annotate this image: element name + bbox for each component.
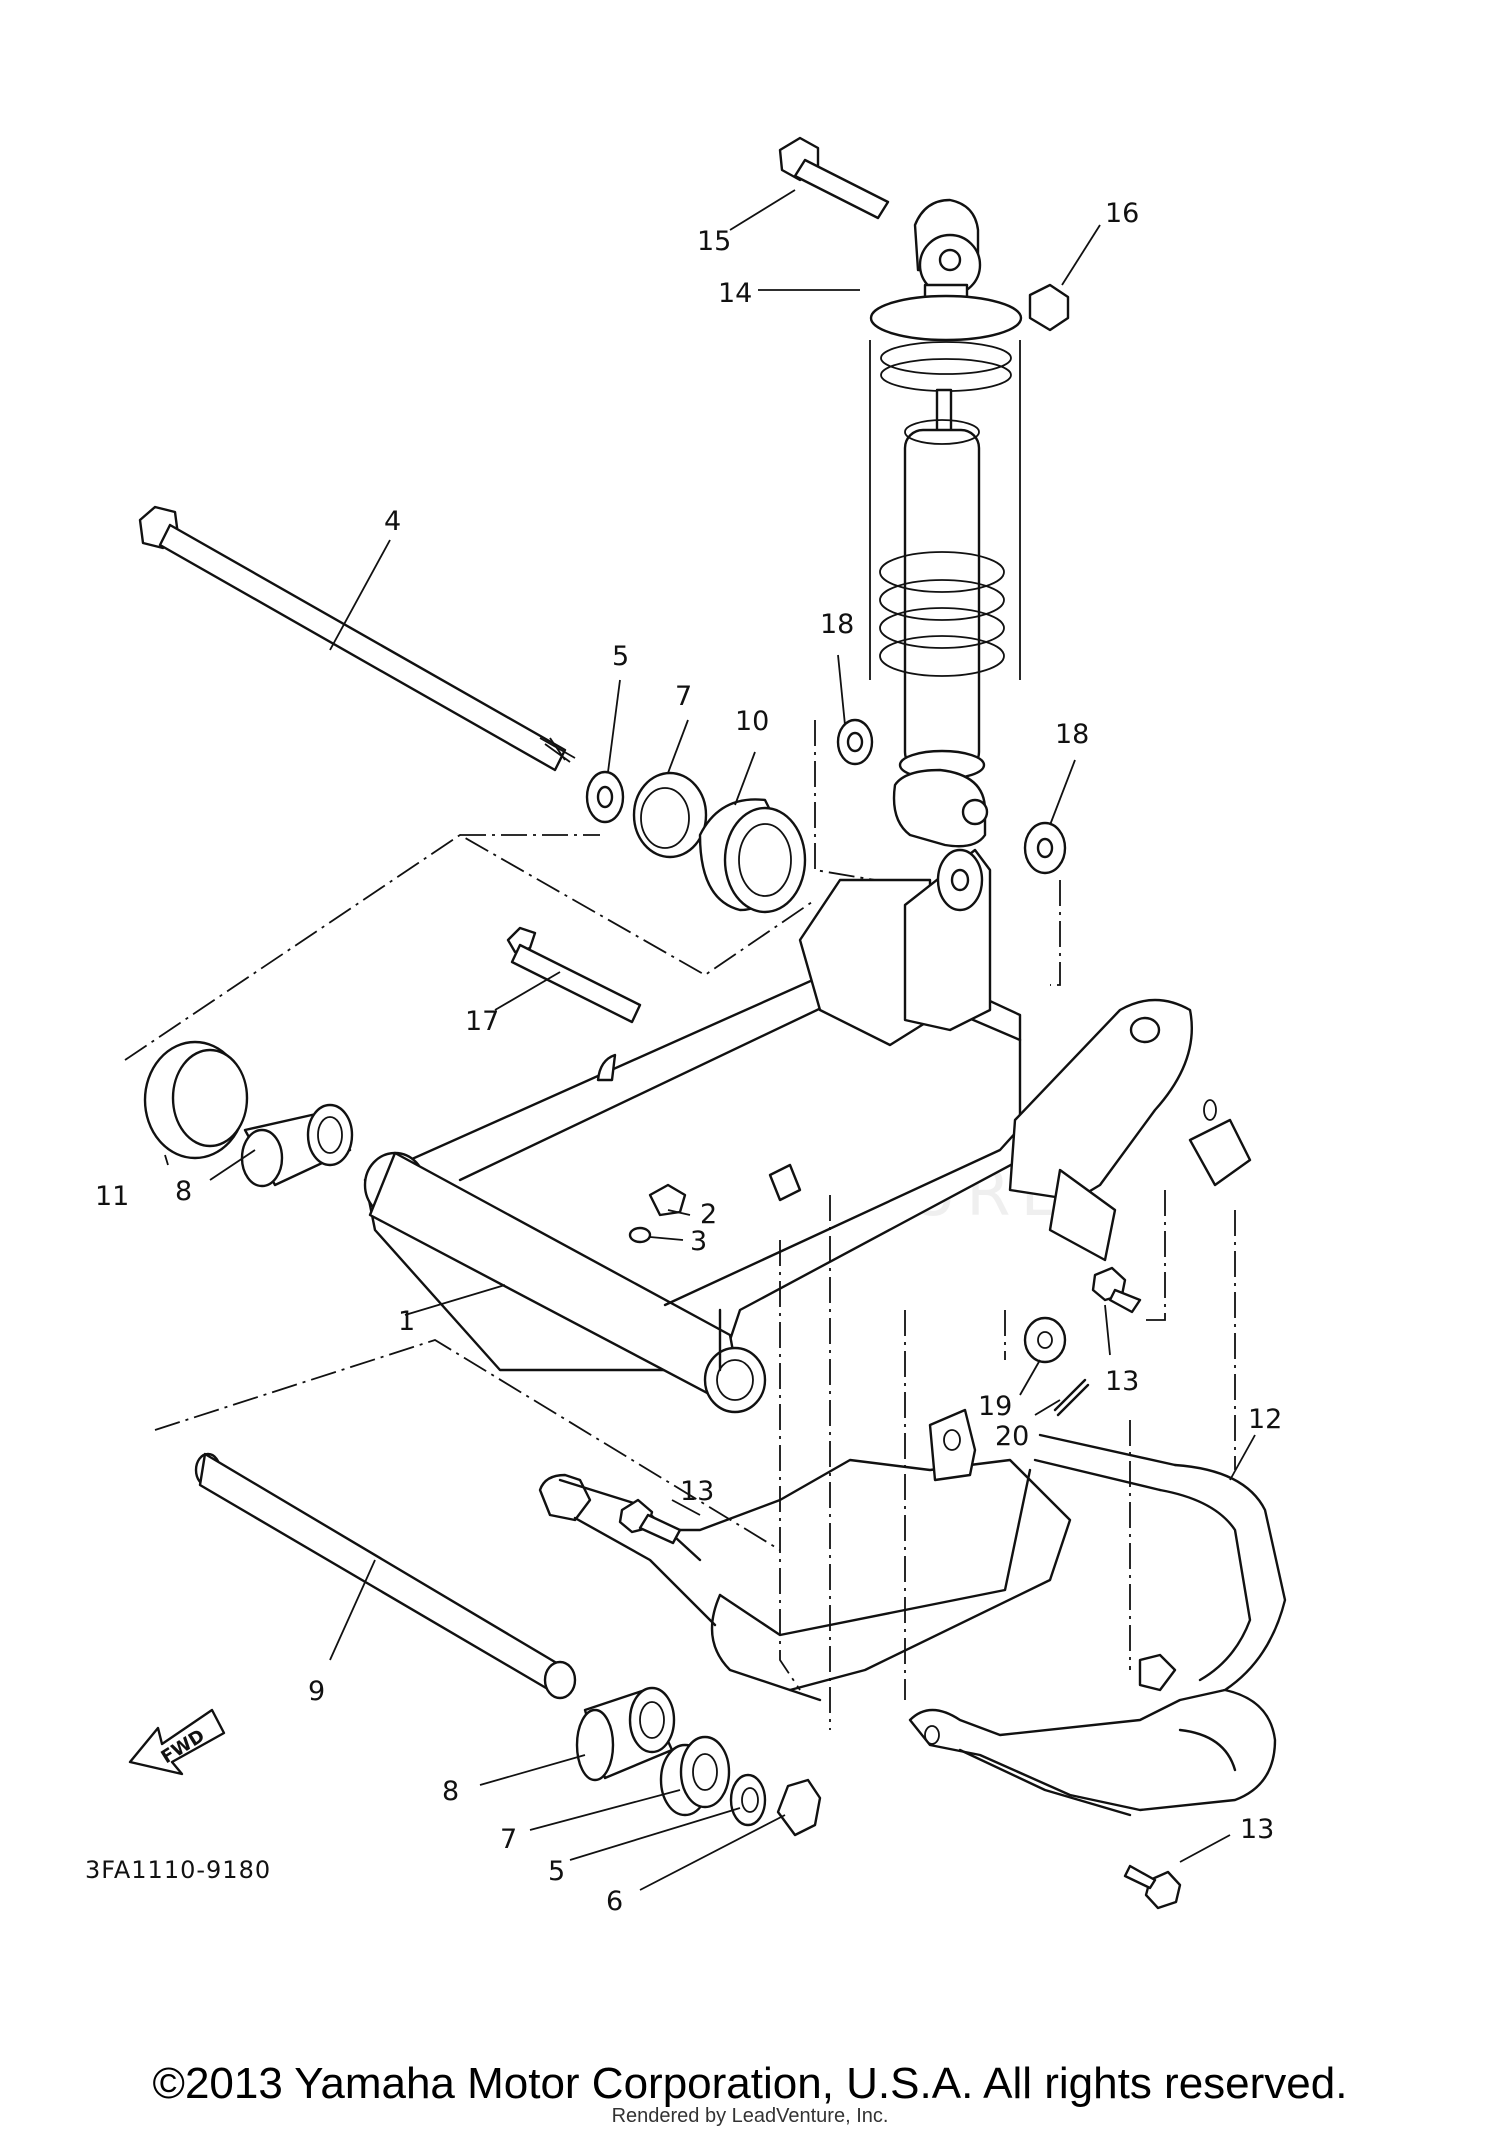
callout-18-right: 18: [1055, 719, 1089, 750]
part-15-bolt: [778, 136, 890, 220]
part-5-washer-upper: [585, 770, 625, 824]
part-1-swingarm: [363, 848, 1252, 1414]
callout-1: 1: [398, 1306, 415, 1337]
part-6-nut: [776, 1778, 822, 1837]
part-2-grease-nipple: [648, 1183, 687, 1217]
callout-19: 19: [978, 1391, 1012, 1422]
part-17-pin: [506, 926, 642, 1024]
callout-5-lower: 5: [548, 1856, 565, 1887]
part-20-cotter-pin: [1053, 1378, 1090, 1417]
part-10-seal: [698, 798, 807, 914]
callout-13-middle: 13: [680, 1476, 714, 1507]
part-18-washer-right: [1023, 821, 1067, 875]
callout-7-lower: 7: [500, 1824, 517, 1855]
callout-9: 9: [308, 1676, 325, 1707]
fwd-arrow-icon: FWD: [128, 1708, 226, 1776]
callout-3: 3: [690, 1226, 707, 1257]
callout-5-upper: 5: [612, 641, 629, 672]
callout-17: 17: [465, 1006, 499, 1037]
callout-13-lower: 13: [1240, 1814, 1274, 1845]
part-19-washer: [1023, 1316, 1067, 1364]
part-8-collar-upper: [240, 1103, 354, 1188]
part-18-washer-left: [836, 718, 874, 766]
callout-15: 15: [697, 226, 731, 257]
callout-10: 10: [735, 706, 769, 737]
callout-20: 20: [995, 1421, 1029, 1452]
part-4-pivot-shaft: [138, 505, 576, 772]
part-9-tube: [194, 1452, 577, 1700]
part-13-bolt-lower: [1123, 1864, 1182, 1910]
part-13-bolt-upper: [1091, 1266, 1142, 1314]
callout-6: 6: [606, 1886, 623, 1917]
assembly-lines: [124, 720, 1236, 1730]
part-3-fitting: [628, 1226, 652, 1244]
part-5-washer-lower: [729, 1773, 767, 1827]
part-7-bearing-lower: [659, 1735, 731, 1817]
callout-7-upper: 7: [675, 681, 692, 712]
part-13-bolt-middle: [618, 1498, 682, 1545]
part-7-bearing-upper: [632, 771, 708, 859]
part-code: 3FA1110-9180: [85, 1856, 271, 1884]
callout-8-upper: 8: [175, 1176, 192, 1207]
callout-2: 2: [700, 1199, 717, 1230]
callout-4: 4: [384, 506, 401, 537]
part-16-nut: [1028, 283, 1070, 332]
callout-13-upper: 13: [1105, 1366, 1139, 1397]
callout-18-left: 18: [820, 609, 854, 640]
part-8-collar-lower: [575, 1686, 676, 1782]
callout-14: 14: [718, 278, 752, 309]
rendered-by-notice: Rendered by LeadVenture, Inc.: [611, 2105, 889, 2127]
leader-lines: [164, 189, 1256, 1891]
part-11-bushing: [143, 1040, 249, 1160]
callout-11: 11: [95, 1181, 129, 1212]
copyright-notice: ©2013 Yamaha Motor Corporation, U.S.A. A…: [152, 2059, 1348, 2108]
callout-labels: 1 2 3 4 5 5 6 7 7 8 8 9 10 11 12 13 13 1…: [95, 198, 1282, 1917]
part-14-shock-absorber: [869, 198, 1023, 848]
callout-8-lower: 8: [442, 1776, 459, 1807]
callout-12: 12: [1248, 1404, 1282, 1435]
callout-16: 16: [1105, 198, 1139, 229]
